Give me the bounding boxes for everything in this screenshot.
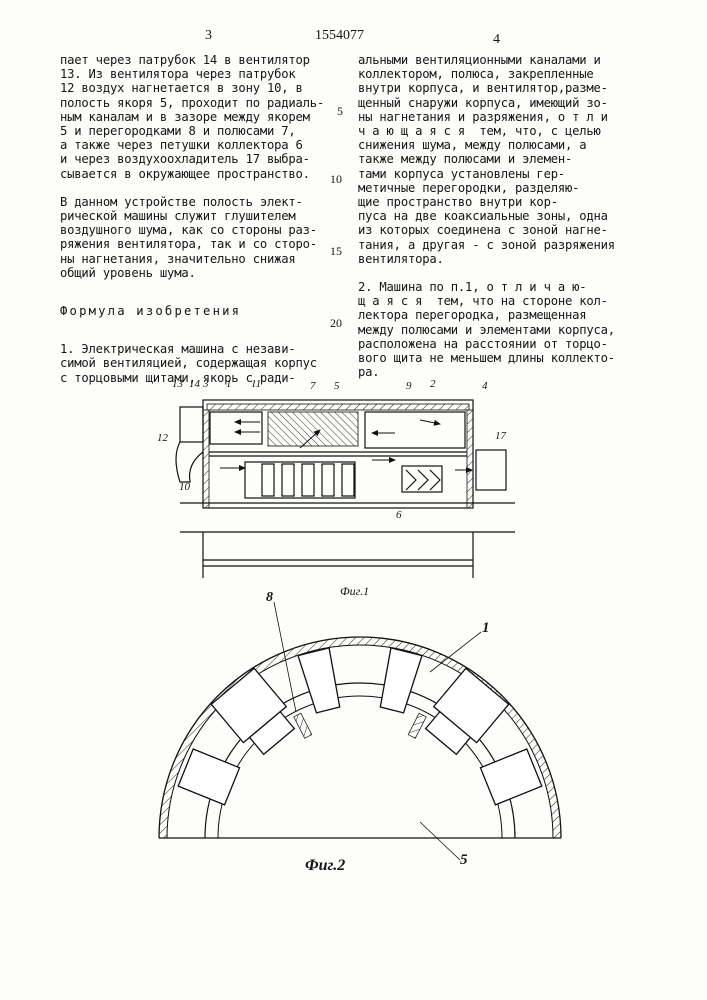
fig2-label-5: 5	[460, 852, 468, 869]
fig1-label-4: 4	[482, 380, 488, 392]
fig1-label-13: 13	[172, 378, 183, 390]
fig1-label-10: 10	[179, 481, 190, 493]
figure-2-caption: Фиг.2	[305, 857, 345, 875]
fig1-label-9: 9	[406, 380, 412, 392]
fig1-label-11: 11	[251, 378, 261, 390]
fig1-label-5: 5	[334, 380, 340, 392]
fig1-label-6: 6	[396, 509, 402, 521]
fig1-label-1: 1	[226, 378, 232, 390]
figure-1-caption: Фиг.1	[340, 584, 369, 599]
fig1-label-12: 12	[157, 432, 168, 444]
fig1-label-14: 14	[189, 378, 200, 390]
fig1-label-2: 2	[430, 378, 436, 390]
fig1-label-3: 3	[203, 378, 209, 390]
fig2-label-8: 8	[266, 590, 273, 606]
fig2-label-1: 1	[482, 620, 490, 637]
fig1-label-7: 7	[310, 380, 316, 392]
fig1-label-17: 17	[495, 430, 506, 442]
